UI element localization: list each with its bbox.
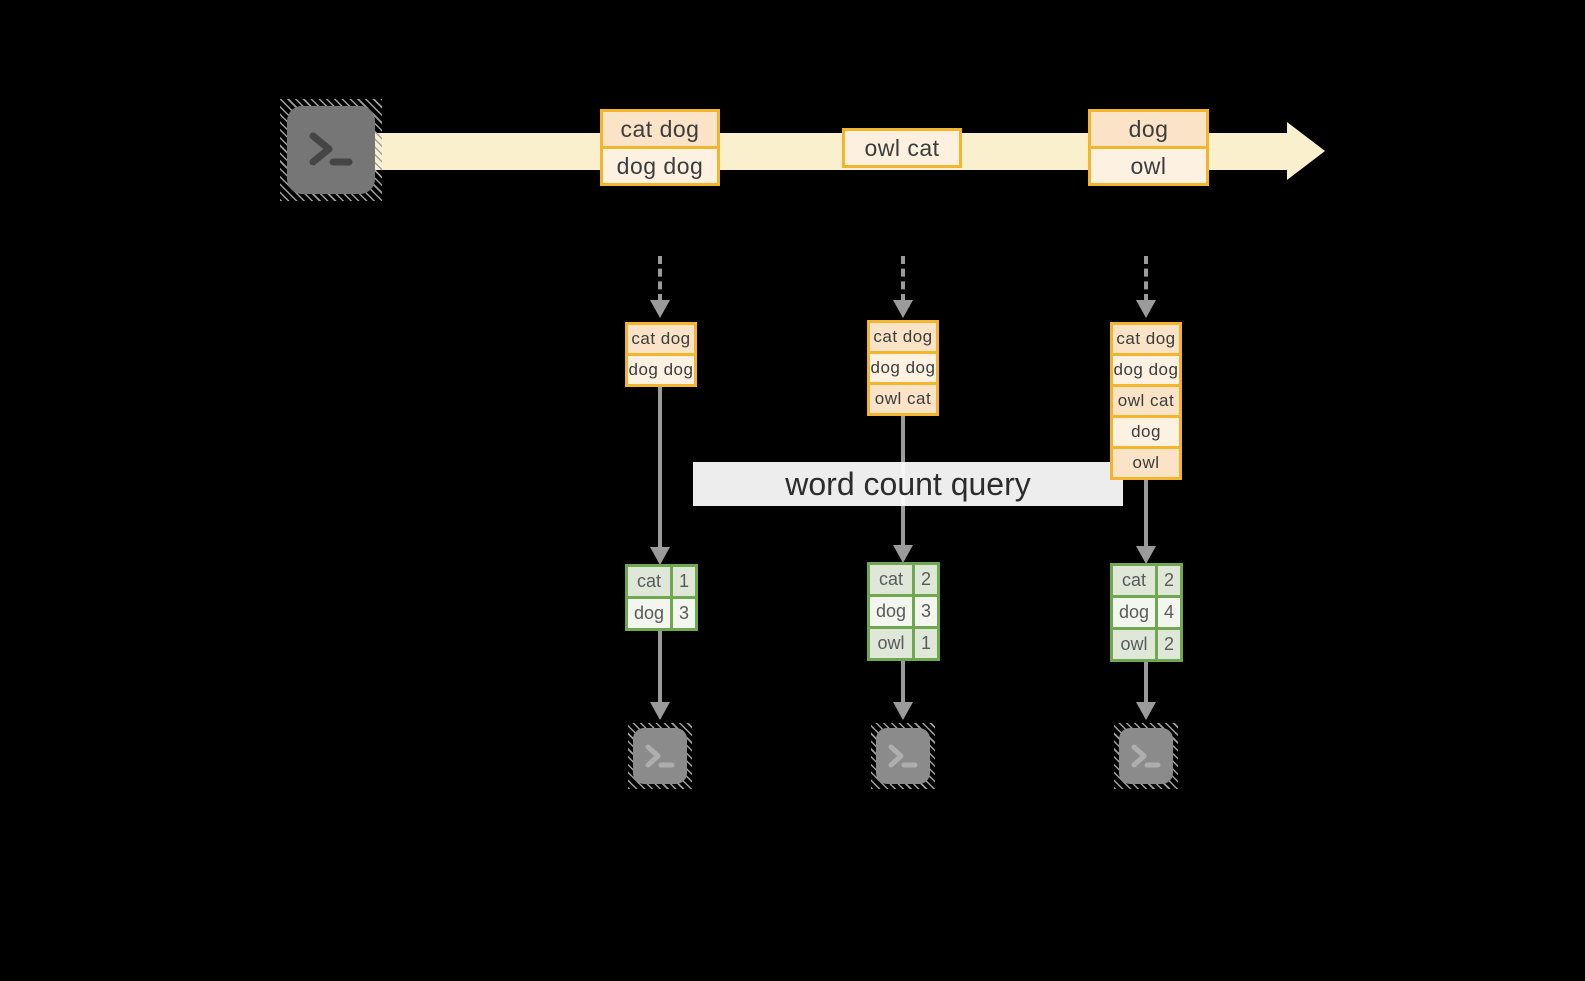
- record: owl cat: [870, 385, 936, 413]
- count-cell: 2: [1158, 566, 1180, 595]
- record: cat dog: [628, 325, 694, 353]
- stream-event-1: cat dog dog dog: [600, 109, 720, 186]
- dashed-connector: [658, 256, 662, 302]
- connector-line: [658, 385, 662, 548]
- prompt-glyph: [645, 744, 675, 767]
- count-cell: 2: [915, 565, 937, 594]
- arrowhead-icon: [1136, 300, 1156, 318]
- word-cell: dog: [870, 597, 912, 626]
- record: cat dog: [603, 112, 717, 146]
- buffer-stack-1: cat dog dog dog: [625, 322, 697, 387]
- word-cell: dog: [628, 599, 670, 628]
- buffer-stack-2: cat dog dog dog owl cat: [867, 320, 939, 416]
- terminal-icon: [287, 106, 375, 194]
- stream-event-2: owl cat: [842, 128, 962, 168]
- count-table-1: cat 1 dog 3: [625, 564, 698, 631]
- arrowhead-icon: [893, 702, 913, 720]
- sink-terminal-1: [628, 723, 692, 789]
- terminal-icon: [876, 728, 930, 784]
- arrowhead-icon: [650, 300, 670, 318]
- connector-line: [1144, 662, 1148, 703]
- word-cell: cat: [628, 567, 670, 596]
- dashed-connector: [1144, 256, 1148, 302]
- connector-line: [658, 631, 662, 703]
- arrowhead-icon: [1136, 546, 1156, 564]
- count-cell: 1: [673, 567, 695, 596]
- table-row: cat 1: [628, 567, 695, 596]
- record: owl cat: [845, 131, 959, 165]
- terminal-icon: [633, 728, 687, 784]
- query-label: word count query: [785, 465, 1031, 502]
- word-cell: dog: [1113, 598, 1155, 627]
- word-cell: cat: [1113, 566, 1155, 595]
- table-row: owl 1: [870, 629, 937, 658]
- buffer-stack-3: cat dog dog dog owl cat dog owl: [1110, 322, 1182, 480]
- count-cell: 4: [1158, 598, 1180, 627]
- record: cat dog: [870, 323, 936, 351]
- dashed-connector: [901, 256, 905, 302]
- record: dog dog: [1113, 356, 1179, 384]
- prompt-glyph: [309, 132, 353, 166]
- word-cell: owl: [870, 629, 912, 658]
- terminal-icon: [1119, 728, 1173, 784]
- table-row: dog 3: [628, 599, 695, 628]
- table-row: cat 2: [1113, 566, 1180, 595]
- arrowhead-icon: [650, 702, 670, 720]
- record: dog: [1091, 112, 1206, 146]
- query-banner: word count query: [693, 462, 1123, 506]
- record: dog dog: [603, 149, 717, 183]
- arrowhead-icon: [893, 300, 913, 318]
- arrowhead-icon: [893, 545, 913, 563]
- connector-line: [901, 661, 905, 703]
- record: cat dog: [1113, 325, 1179, 353]
- count-table-3: cat 2 dog 4 owl 2: [1110, 563, 1183, 662]
- prompt-glyph: [888, 744, 918, 767]
- record: owl: [1113, 449, 1179, 477]
- count-cell: 1: [915, 629, 937, 658]
- connector-line: [1144, 478, 1148, 547]
- table-row: dog 3: [870, 597, 937, 626]
- arrowhead-icon: [650, 547, 670, 565]
- record: owl cat: [1113, 387, 1179, 415]
- source-terminal: [280, 99, 382, 201]
- record: dog dog: [870, 354, 936, 382]
- stream-arrowhead-icon: [1287, 122, 1325, 180]
- word-cell: cat: [870, 565, 912, 594]
- stream-event-3: dog owl: [1088, 109, 1209, 186]
- prompt-glyph: [1131, 744, 1161, 767]
- count-cell: 3: [915, 597, 937, 626]
- sink-terminal-3: [1114, 723, 1178, 789]
- sink-terminal-2: [871, 723, 935, 789]
- table-row: owl 2: [1113, 630, 1180, 659]
- word-cell: owl: [1113, 630, 1155, 659]
- count-cell: 2: [1158, 630, 1180, 659]
- arrowhead-icon: [1136, 702, 1156, 720]
- record: owl: [1091, 149, 1206, 183]
- record: dog dog: [628, 356, 694, 384]
- record: dog: [1113, 418, 1179, 446]
- table-row: dog 4: [1113, 598, 1180, 627]
- count-table-2: cat 2 dog 3 owl 1: [867, 562, 940, 661]
- table-row: cat 2: [870, 565, 937, 594]
- count-cell: 3: [673, 599, 695, 628]
